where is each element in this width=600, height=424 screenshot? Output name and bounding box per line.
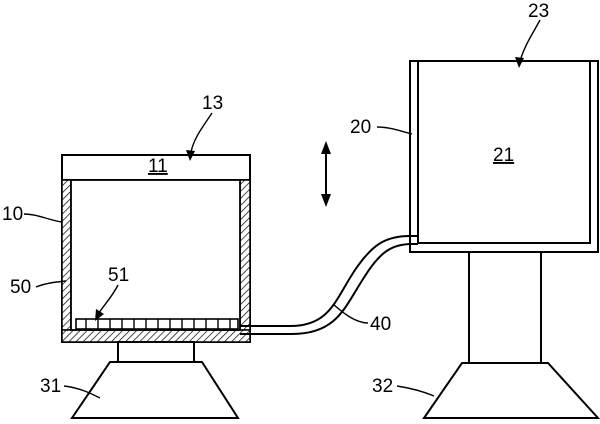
right-pedestal-neck [468,251,542,364]
left-pedestal-neck [117,341,195,363]
right-container [409,60,600,419]
label-32: 32 [372,376,393,397]
label-13: 13 [202,93,223,114]
left-insulation-left-wall [61,179,72,331]
leader-lines [23,19,541,399]
label-21: 21 [493,145,514,166]
label-31: 31 [40,376,61,397]
label-51: 51 [108,265,129,286]
perforated-plate-holes [85,319,231,329]
left-insulation-right-wall [239,179,251,331]
left-base [70,361,240,419]
vertical-double-arrow-icon [321,141,331,207]
left-insulation-bottom [61,329,251,343]
right-base [422,362,600,419]
label-20: 20 [350,117,371,138]
label-23: 23 [528,1,549,22]
label-40: 40 [370,314,391,335]
label-50: 50 [10,277,31,298]
perforated-plate [75,318,239,330]
left-inner-chamber [70,179,241,331]
left-container [61,154,251,419]
connecting-tube [240,235,418,335]
right-inner-chamber [417,60,591,244]
label-10: 10 [2,204,23,225]
label-11: 11 [148,156,168,177]
